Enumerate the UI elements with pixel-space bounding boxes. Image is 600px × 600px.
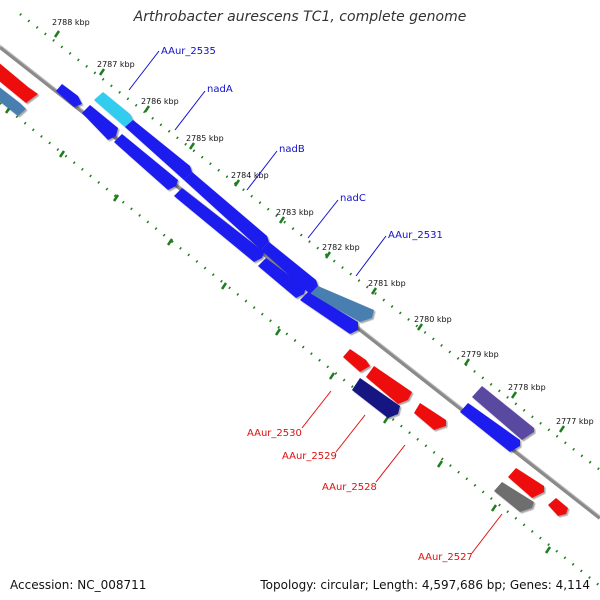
leader-aaur2527	[471, 513, 503, 554]
label-aaur2527: AAur_2527	[418, 552, 473, 563]
major-tick-outer	[98, 68, 106, 76]
label-aaur2528: AAur_2528	[322, 482, 377, 493]
feature-blue-inner-1	[82, 105, 118, 140]
feature-steelblue-aaur2531	[310, 286, 374, 322]
accession-text: Accession: NC_008711	[10, 578, 147, 592]
tick-label-2783: 2783 kbp	[276, 208, 314, 217]
major-tick-outer	[463, 358, 471, 366]
gene-features	[0, 63, 568, 516]
major-ticks	[4, 30, 566, 554]
inner-tick-row	[0, 102, 600, 587]
major-tick-outer	[143, 105, 151, 113]
major-tick-outer	[188, 142, 196, 150]
leader-aaur2530	[301, 390, 332, 429]
major-tick-inner	[166, 238, 174, 246]
tick-label-2779: 2779 kbp	[461, 350, 499, 359]
feature-blue-nadc	[261, 242, 318, 294]
major-tick-outer	[324, 251, 332, 259]
feature-blue-nada	[125, 120, 192, 180]
feature-steelblue-left	[0, 87, 26, 116]
feature-blue-right	[460, 403, 520, 452]
gene-labels: AAur_2535 nadA nadB nadC AAur_2531 AAur_…	[161, 46, 473, 563]
feature-blue-inner-3	[174, 188, 264, 262]
feature-blue-nadb	[184, 172, 269, 250]
major-tick-outer	[558, 425, 566, 433]
major-tick-inner	[328, 372, 336, 380]
tick-label-2777: 2777 kbp	[556, 417, 594, 426]
feature-red-5	[548, 498, 568, 516]
major-tick-inner	[382, 416, 390, 424]
label-aaur2529: AAur_2529	[282, 451, 337, 462]
major-tick-outer	[370, 287, 378, 295]
tick-label-2784: 2784 kbp	[231, 171, 269, 180]
feature-blue-small	[56, 84, 82, 107]
label-aaur2531: AAur_2531	[388, 230, 443, 241]
leader-aaur2529	[335, 414, 366, 453]
major-tick-inner	[490, 504, 498, 512]
label-nada: nadA	[207, 84, 233, 95]
map-title: Arthrobacter aurescens TC1, complete gen…	[133, 9, 467, 25]
feature-red-1	[343, 349, 370, 372]
major-tick-outer	[233, 179, 241, 187]
leader-aaur2535	[128, 50, 160, 91]
leader-aaur2528	[375, 444, 406, 483]
major-tick-outer	[278, 216, 286, 224]
tick-label-2781: 2781 kbp	[368, 279, 406, 288]
tick-rows	[0, 13, 600, 587]
feature-gray-aaur2527	[494, 482, 534, 512]
tick-label-2786: 2786 kbp	[141, 97, 179, 106]
feature-purple	[472, 386, 534, 440]
tick-label-2785: 2785 kbp	[186, 134, 224, 143]
outer-tick-row	[19, 13, 600, 471]
major-tick-outer	[510, 391, 518, 399]
tick-label-2782: 2782 kbp	[322, 243, 360, 252]
label-aaur2535: AAur_2535	[161, 46, 216, 57]
feature-blue-inner-2	[114, 134, 178, 190]
feature-red-left	[0, 63, 38, 103]
label-nadc: nadC	[340, 193, 366, 204]
feature-red-4	[508, 468, 544, 498]
label-leaders	[128, 50, 503, 554]
leader-nadc	[307, 199, 339, 239]
major-tick-outer	[53, 30, 61, 38]
tick-label-2778: 2778 kbp	[508, 383, 546, 392]
tick-labels: 2788 kbp 2787 kbp 2786 kbp 2785 kbp 2784…	[52, 18, 594, 426]
genome-stats-text: Topology: circular; Length: 4,597,686 bp…	[260, 578, 590, 592]
tick-label-2780: 2780 kbp	[414, 315, 452, 324]
major-tick-inner	[58, 150, 66, 158]
feature-red-3	[414, 403, 446, 430]
feature-navy-aaur2529	[352, 378, 400, 418]
label-nadb: nadB	[279, 144, 305, 155]
tick-label-2787: 2787 kbp	[97, 60, 135, 69]
tick-label-2788: 2788 kbp	[52, 18, 90, 27]
feature-red-2	[366, 366, 412, 404]
feature-lightblue-aaur2535	[94, 92, 133, 127]
major-tick-outer	[416, 323, 424, 331]
leader-aaur2531	[355, 235, 387, 277]
leader-nadb	[246, 150, 278, 191]
label-aaur2530: AAur_2530	[247, 428, 302, 439]
leader-nada	[174, 90, 206, 131]
major-tick-inner	[220, 282, 228, 290]
major-tick-inner	[274, 328, 282, 336]
feature-blue-inner-4	[258, 258, 306, 298]
major-tick-inner	[436, 460, 444, 468]
feature-blue-inner-5	[300, 292, 358, 334]
major-tick-inner	[544, 546, 552, 554]
major-tick-inner	[112, 194, 120, 202]
